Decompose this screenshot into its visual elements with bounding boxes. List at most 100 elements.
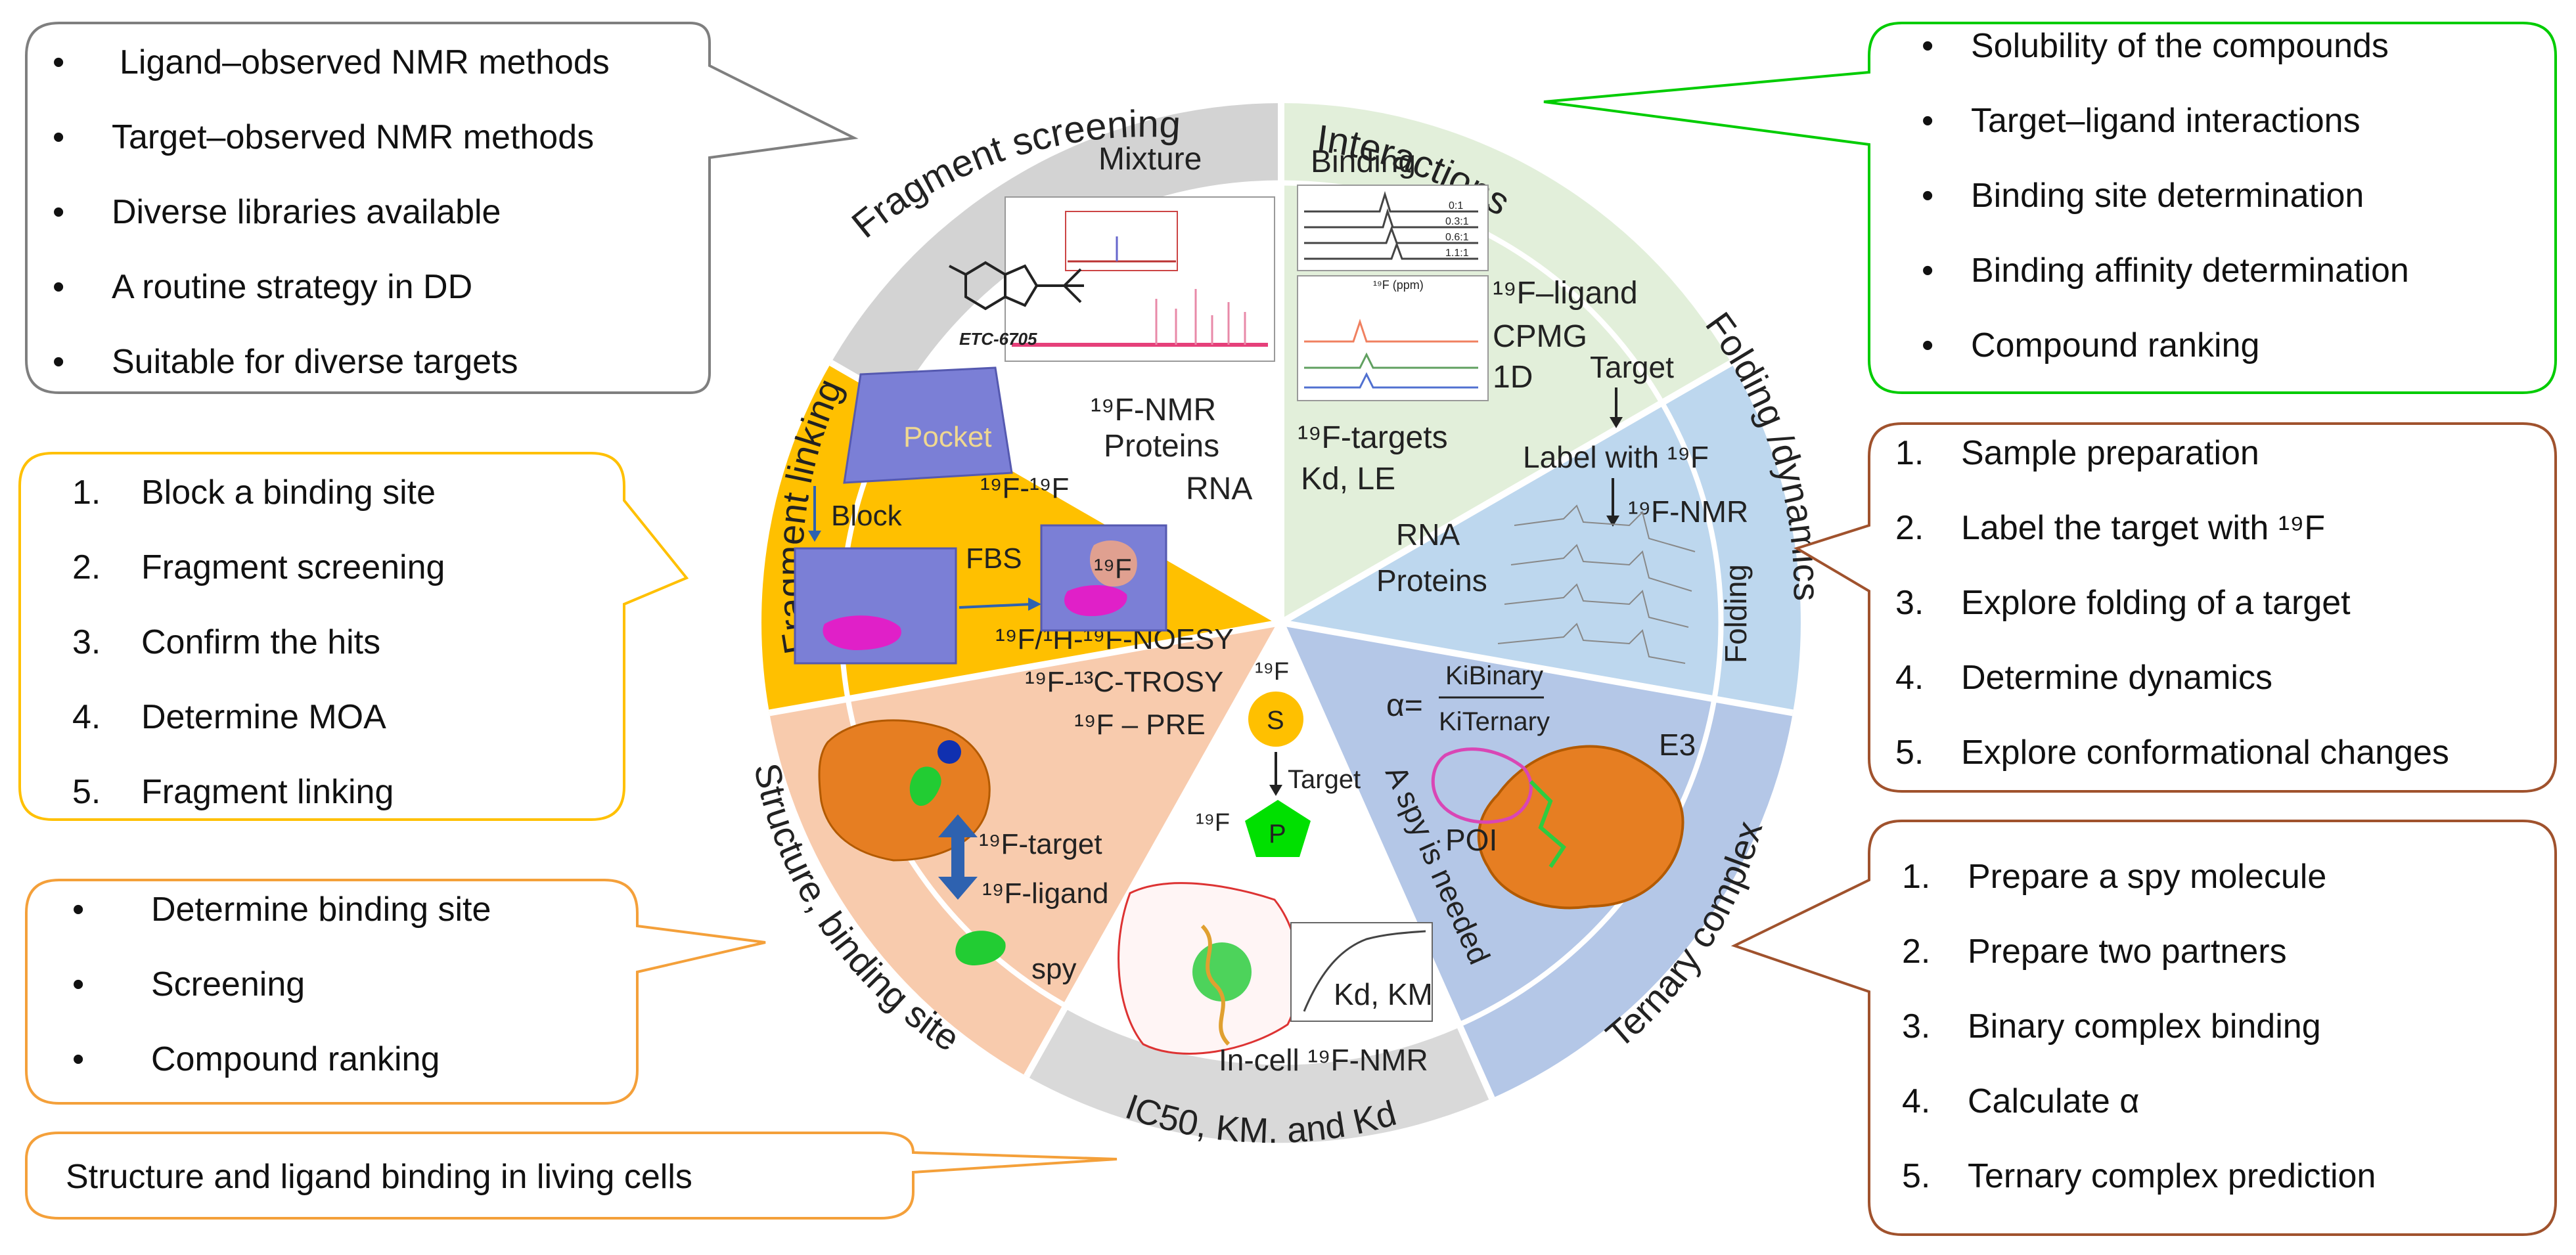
fl-arrow-down-head xyxy=(808,531,821,542)
int-1d: 1D xyxy=(1493,360,1533,395)
callout-item: •Target–observed NMR methods xyxy=(53,118,595,156)
fold-proteins: Proteins xyxy=(1376,563,1487,598)
callout-item: 3.Binary complex binding xyxy=(1902,1007,2321,1046)
callout-text: Diverse libraries available xyxy=(112,193,501,231)
str-pre: ¹⁹F – PRE xyxy=(1074,709,1206,741)
callout-text: Structure and ligand binding in living c… xyxy=(66,1158,692,1196)
callout-item: •Determine binding site xyxy=(72,891,491,929)
callout-item: •A routine strategy in DD xyxy=(53,268,473,306)
ic-binding-curve xyxy=(1290,922,1433,1022)
callout-text: Explore folding of a target xyxy=(1961,584,2351,622)
fold-nmr: ¹⁹F-NMR xyxy=(1628,495,1748,529)
callout-bubble-fragment-screening xyxy=(25,22,859,394)
fold-spectra xyxy=(1497,504,1696,664)
str-target: ¹⁹F-target xyxy=(979,828,1102,860)
ic-p-shape xyxy=(1245,800,1311,857)
callout-text: Prepare two partners xyxy=(1968,933,2287,971)
callout-text: Binding site determination xyxy=(1971,177,2364,215)
fold-rna: RNA xyxy=(1396,517,1460,552)
callout-text: Explore conformational changes xyxy=(1961,734,2449,772)
callout-text: Fragment screening xyxy=(141,548,445,586)
callout-item: 4.Calculate α xyxy=(1902,1082,2140,1120)
callout-incell: Structure and ligand binding in living c… xyxy=(66,1157,907,1203)
ter-poi: POI xyxy=(1445,823,1497,857)
callout-text: Calculate α xyxy=(1968,1082,2140,1120)
callout-text: Binding affinity determination xyxy=(1971,252,2409,290)
int-cpmg: CPMG xyxy=(1493,319,1587,354)
inner-folding xyxy=(1281,403,1721,699)
callout-item: 2.Prepare two partners xyxy=(1902,933,2287,971)
str-ligand: ¹⁹F-ligand xyxy=(982,877,1108,910)
ic-arrow-head xyxy=(1269,785,1282,796)
callout-item: •Compound ranking xyxy=(1922,326,2260,364)
int-spectra xyxy=(1297,185,1489,401)
callout-text: Confirm the hits xyxy=(141,623,381,661)
callout-item: •Suitable for diverse targets xyxy=(53,343,518,381)
int-targets: ¹⁹F-targets xyxy=(1298,420,1448,455)
int-ratio-3: 0.6:1 xyxy=(1445,232,1469,243)
callout-text: Target–observed NMR methods xyxy=(112,118,595,156)
callout-text: Sample preparation xyxy=(1961,434,2259,472)
callout-item: •Binding site determination xyxy=(1922,177,2364,215)
fs-spectrum-plot xyxy=(1005,196,1275,362)
ic-target: Target xyxy=(1288,765,1361,794)
callout-text: Screening xyxy=(151,965,305,1003)
callout-item: 5.Explore conformational changes xyxy=(1895,734,2449,772)
callout-item: •Diverse libraries available xyxy=(53,193,501,231)
callout-text: Determine MOA xyxy=(141,698,386,736)
callout-text: Compound ranking xyxy=(151,1040,440,1078)
ter-alpha: α= xyxy=(1386,688,1423,723)
ic-f19-p: ¹⁹F xyxy=(1196,809,1230,837)
sector-dividers xyxy=(769,103,1794,1100)
callout-text: Determine dynamics xyxy=(1961,659,2272,697)
callout-text: Block a binding site xyxy=(141,473,436,512)
fs-nmr-line1: ¹⁹F-NMR xyxy=(1091,393,1216,428)
int-ratio-2: 0.3:1 xyxy=(1445,216,1469,227)
callout-item: •Solubility of the compounds xyxy=(1922,27,2389,65)
ic-incell: In-cell ¹⁹F-NMR xyxy=(1219,1043,1428,1077)
fold-target: Target xyxy=(1590,350,1674,384)
fold-folding: Folding xyxy=(1719,564,1753,663)
fs-mixture: Mixture xyxy=(1098,142,1202,177)
callout-text: Suitable for diverse targets xyxy=(112,343,518,381)
fl-arrow-right xyxy=(959,603,1032,609)
callout-text: Determine binding site xyxy=(151,891,491,929)
fl-pocket-image xyxy=(843,366,1013,484)
callout-folding: 1.Sample preparation 2.Label the target … xyxy=(1895,433,2552,788)
int-ppm-axis: ¹⁹F (ppm) xyxy=(1373,278,1424,292)
fold-arrow-1-head xyxy=(1610,417,1623,428)
callout-text: Ligand–observed NMR methods xyxy=(120,43,610,81)
ter-den: KiTernary xyxy=(1439,707,1550,736)
fs-nmr-line2: Proteins xyxy=(1104,429,1219,464)
fl-block-image xyxy=(794,547,957,665)
callout-item: Structure and ligand binding in living c… xyxy=(66,1157,692,1197)
ter-complex-image xyxy=(1431,745,1684,910)
callout-text: Compound ranking xyxy=(1971,326,2260,364)
callout-structure: •Determine binding site •Screening •Comp… xyxy=(72,890,631,1100)
ic-p-label: P xyxy=(1269,820,1286,848)
callout-fragment-linking: 1.Block a binding site 2.Fragment screen… xyxy=(72,473,618,814)
callout-item: 5.Ternary complex prediction xyxy=(1902,1157,2376,1195)
str-spy: spy xyxy=(1031,953,1076,985)
callout-fragment-screening: •Ligand–observed NMR methods •Target–obs… xyxy=(53,43,703,384)
fl-pocket: Pocket xyxy=(903,421,992,453)
ic-s-shape xyxy=(1248,692,1303,747)
int-ratio-1: 0:1 xyxy=(1449,200,1463,211)
int-kd-le: Kd, LE xyxy=(1301,462,1395,496)
callout-item: 3.Explore folding of a target xyxy=(1895,584,2351,622)
callout-item: •Compound ranking xyxy=(72,1040,440,1078)
inner-structure xyxy=(847,623,1281,1007)
fl-fbs: FBS xyxy=(966,542,1022,575)
ter-num: KiBinary xyxy=(1445,661,1543,690)
callout-item: 2.Label the target with ¹⁹F xyxy=(1895,509,2326,547)
callout-bubble-folding xyxy=(1794,422,2557,793)
callout-text: Binary complex binding xyxy=(1968,1007,2321,1046)
callout-text: Fragment linking xyxy=(141,773,394,811)
callout-text: Ternary complex prediction xyxy=(1968,1157,2376,1195)
callout-text: A routine strategy in DD xyxy=(112,268,473,306)
ic-kd-km: Kd, KM xyxy=(1334,977,1433,1011)
callout-item: 1.Prepare a spy molecule xyxy=(1902,858,2327,896)
callout-item: •Target–ligand interactions xyxy=(1922,102,2361,140)
callout-item: 4.Determine dynamics xyxy=(1895,659,2272,697)
